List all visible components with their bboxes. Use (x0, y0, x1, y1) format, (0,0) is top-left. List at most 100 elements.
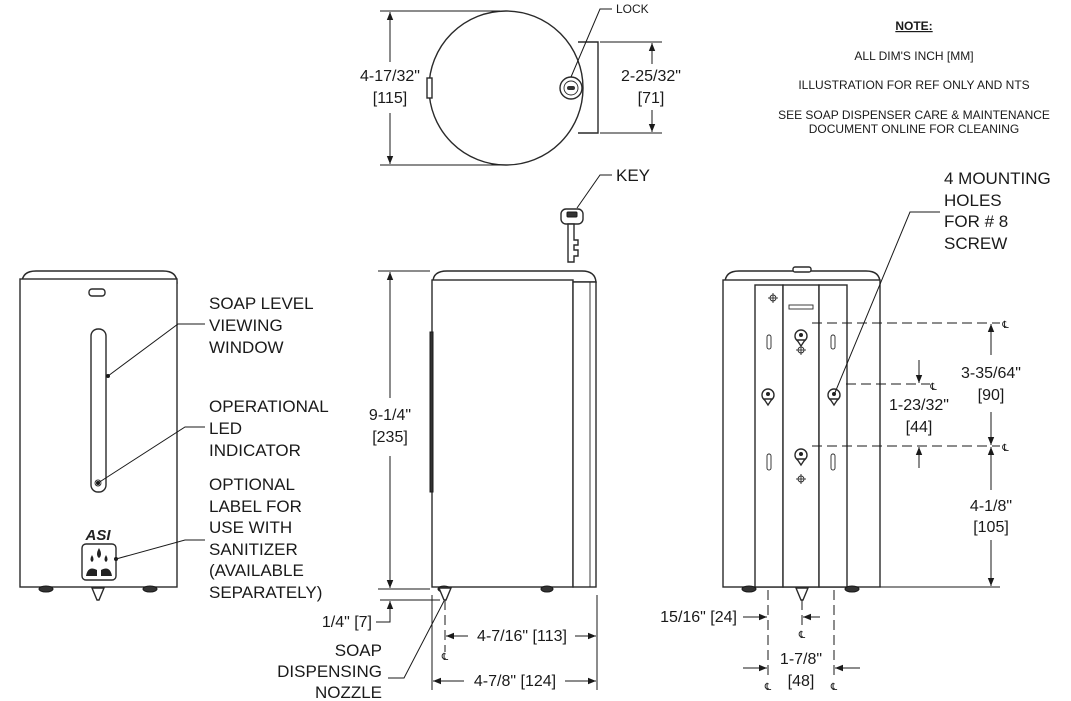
rear-nozzle (794, 587, 810, 601)
soap-level-window (90, 328, 107, 493)
sanitizer-hands-icon (86, 568, 112, 576)
nozzle-leader (388, 600, 445, 679)
nozzle-text-2: DISPENSING (277, 662, 382, 681)
mounting-text-2: HOLES (944, 191, 1002, 210)
lock-leader (570, 8, 612, 78)
top-depth-in: 2-25/32" (621, 68, 681, 85)
depth-total-label: 4-7/8" [124] (474, 673, 556, 690)
led-leader-dot (96, 481, 100, 485)
rear-cl-mid-symbol: ℄ (929, 382, 938, 393)
rear-vcl-center-symbol: ℄ (798, 630, 807, 641)
top-view-side-tab (426, 77, 433, 99)
side-height-in: 9-1/4" (369, 407, 411, 424)
led-text-2: LED (209, 419, 242, 438)
notes-block: NOTE: ALL DIM'S INCH [MM] ILLUSTRATION F… (778, 19, 1050, 136)
key-icon (560, 208, 584, 263)
front-top-button (88, 288, 106, 297)
note-line-care-2: DOCUMENT ONLINE FOR CLEANING (809, 122, 1019, 136)
side-foot-right (540, 585, 554, 593)
rear-view: 4 MOUNTING HOLES FOR # 8 SCREW ℄ ℄ ℄ 3-3… (660, 169, 1051, 693)
mid-mm: [44] (906, 419, 933, 436)
rear-crosshair-marks (768, 293, 806, 484)
vspace-mm: [90] (978, 387, 1005, 404)
soap-level-leader (107, 323, 205, 377)
label-leader (115, 539, 205, 560)
front-foot-left (38, 585, 54, 593)
mounting-leader (833, 211, 940, 396)
front-foot-right (142, 585, 158, 593)
soap-level-text-3: WINDOW (209, 338, 284, 357)
label-text-6: SEPARATELY) (209, 583, 322, 602)
top-height-in: 4-17/32" (360, 68, 420, 85)
rear-top-button (792, 266, 812, 273)
nozzle-offset-leader (376, 614, 391, 623)
sanitizer-drop-icon (90, 548, 108, 562)
key-label: KEY (616, 166, 650, 185)
label-leader-dot (114, 557, 118, 561)
vspace-in: 3-35/64" (961, 365, 1021, 382)
hspace-in: 1-7/8" (780, 651, 822, 668)
rear-bracket-left (754, 284, 784, 588)
mid-in: 1-23/32" (889, 397, 949, 414)
bottom-in: 4-1/8" (970, 498, 1012, 515)
side-back-plate (572, 281, 597, 588)
rear-vcl-right-symbol: ℄ (830, 682, 839, 693)
led-text-3: INDICATOR (209, 441, 301, 460)
front-view: ASI SOAP LEVEL VIEWING WINDOW OPERATIONA… (19, 270, 329, 602)
rear-cl-bottom-symbol: ℄ (1001, 443, 1010, 454)
mounting-hole-bottom (794, 448, 808, 467)
side-nozzle (437, 587, 453, 601)
hspace-mm: [48] (788, 673, 815, 690)
label-text-1: OPTIONAL (209, 475, 295, 494)
led-indicator (94, 479, 102, 487)
led-text-1: OPERATIONAL (209, 397, 329, 416)
brand-logo: ASI (84, 527, 111, 544)
lock-label: LOCK (616, 2, 649, 16)
rear-center-slot (788, 304, 814, 310)
soap-level-leader-dot (106, 374, 110, 378)
offset-label: 15/16" [24] (660, 609, 737, 626)
rear-vcl-left-symbol: ℄ (764, 682, 773, 693)
front-nozzle (90, 587, 106, 601)
mounting-text-4: SCREW (944, 234, 1007, 253)
rear-foot-right (844, 585, 860, 593)
label-text-2: LABEL FOR (209, 497, 302, 516)
depth-nozzle-label: 4-7/16" [113] (477, 628, 567, 645)
label-text-5: (AVAILABLE (209, 561, 304, 580)
label-text-3: USE WITH (209, 518, 292, 537)
top-height-mm: [115] (373, 90, 407, 107)
nozzle-text-3: NOZZLE (315, 683, 382, 701)
soap-level-text-2: VIEWING (209, 316, 283, 335)
note-line-care-1: SEE SOAP DISPENSER CARE & MAINTENANCE (778, 108, 1050, 122)
led-leader (97, 426, 205, 484)
rear-slots (766, 334, 836, 471)
side-body (431, 279, 574, 588)
rear-foot-left (741, 585, 757, 593)
side-height-mm: [235] (372, 429, 408, 446)
rear-bracket-right (818, 284, 848, 588)
label-text-4: SANITIZER (209, 540, 298, 559)
nozzle-text-1: SOAP (335, 641, 382, 660)
top-depth-mm: [71] (638, 90, 665, 107)
note-title: NOTE: (895, 19, 932, 33)
top-view: LOCK 4-17/32" [115] 2-25/32" [71] (360, 2, 681, 166)
top-view-bracket (578, 41, 599, 134)
side-top-cap (432, 270, 597, 283)
mounting-text-3: FOR # 8 (944, 212, 1008, 231)
key-leader (576, 174, 612, 209)
mounting-text-1: 4 MOUNTING (944, 169, 1051, 188)
side-view: 9-1/4" [235] 1/4" [7] ℄ SOAP DISPENSING … (277, 270, 598, 701)
nozzle-centerline-symbol: ℄ (441, 652, 450, 663)
soap-level-text-1: SOAP LEVEL (209, 294, 314, 313)
lock-keyhole (567, 86, 575, 90)
bottom-mm: [105] (973, 519, 1009, 536)
note-line-units: ALL DIM'S INCH [MM] (854, 49, 973, 63)
rear-cl-top-symbol: ℄ (1001, 320, 1010, 331)
mounting-hole-left (761, 388, 775, 407)
side-window-edge (429, 331, 434, 493)
mounting-hole-top (794, 329, 808, 348)
lock-inner-ring (563, 80, 579, 96)
nozzle-offset-label: 1/4" [7] (322, 614, 372, 631)
note-line-reference: ILLUSTRATION FOR REF ONLY AND NTS (798, 78, 1029, 92)
